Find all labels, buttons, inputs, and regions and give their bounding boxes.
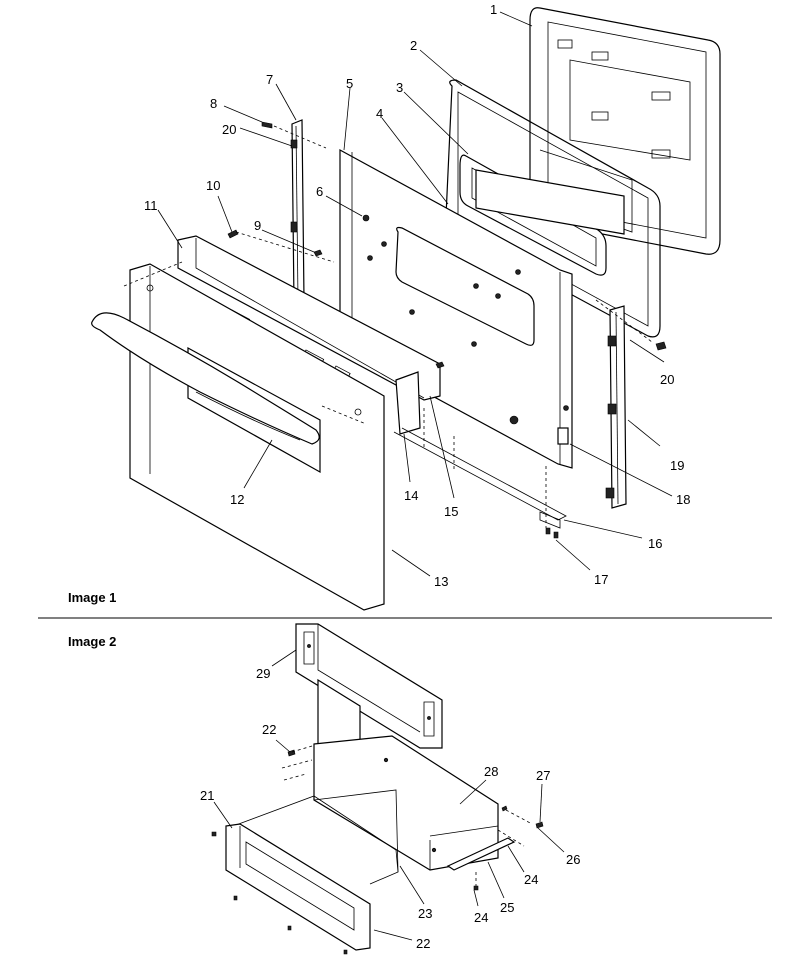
part-bottom-trim (393, 427, 567, 521)
callout-8: 8 (210, 96, 217, 111)
leader-lines-1 (157, 11, 673, 577)
callout-2: 2 (410, 38, 417, 53)
part-drawer-body (227, 678, 499, 885)
callout-28: 28 (484, 764, 498, 779)
callout-22-top: 22 (262, 722, 276, 737)
part-top-trim (177, 235, 441, 401)
callout-20-right: 20 (660, 372, 674, 387)
callout-23: 23 (418, 906, 432, 921)
callout-6: 6 (316, 184, 323, 199)
leader-lines-2 (213, 649, 565, 941)
screw-hardware-2 (211, 749, 544, 955)
callout-11: 11 (144, 198, 158, 213)
screw-hardware (227, 121, 667, 539)
assembly-lines-2 (281, 745, 533, 886)
caption-image-1: Image 1 (68, 590, 116, 605)
caption-image-2: Image 2 (68, 634, 116, 649)
callout-25: 25 (500, 900, 514, 915)
part-drawer-front (225, 823, 371, 951)
callout-16: 16 (648, 536, 662, 551)
callout-12: 12 (230, 492, 244, 507)
callout-20-top: 20 (222, 122, 236, 137)
assembly-lines (123, 125, 653, 528)
callout-26: 26 (566, 852, 580, 867)
part-bracket (395, 371, 421, 435)
part-drawer-glide (446, 837, 516, 871)
callout-13: 13 (434, 574, 448, 589)
callout-18: 18 (676, 492, 690, 507)
callout-14: 14 (404, 488, 418, 503)
part-hinge-left (290, 119, 305, 305)
callout-24-left: 24 (474, 910, 488, 925)
callout-27: 27 (536, 768, 550, 783)
part-clip (557, 427, 569, 445)
callout-3: 3 (396, 80, 403, 95)
callout-5: 5 (346, 76, 353, 91)
callout-10: 10 (206, 178, 220, 193)
callout-4: 4 (376, 106, 383, 121)
part-window-frame (459, 154, 625, 276)
callout-29: 29 (256, 666, 270, 681)
callout-21: 21 (200, 788, 214, 803)
callout-7: 7 (266, 72, 273, 87)
callout-24-right: 24 (524, 872, 538, 887)
callout-19: 19 (670, 458, 684, 473)
callout-9: 9 (254, 218, 261, 233)
part-drawer-back (295, 623, 443, 749)
part-outer-door-panel (91, 263, 385, 611)
callout-17: 17 (594, 572, 608, 587)
callout-1: 1 (490, 2, 497, 17)
part-hinge-right (605, 305, 627, 509)
callout-22-bottom: 22 (416, 936, 430, 951)
callout-15: 15 (444, 504, 458, 519)
